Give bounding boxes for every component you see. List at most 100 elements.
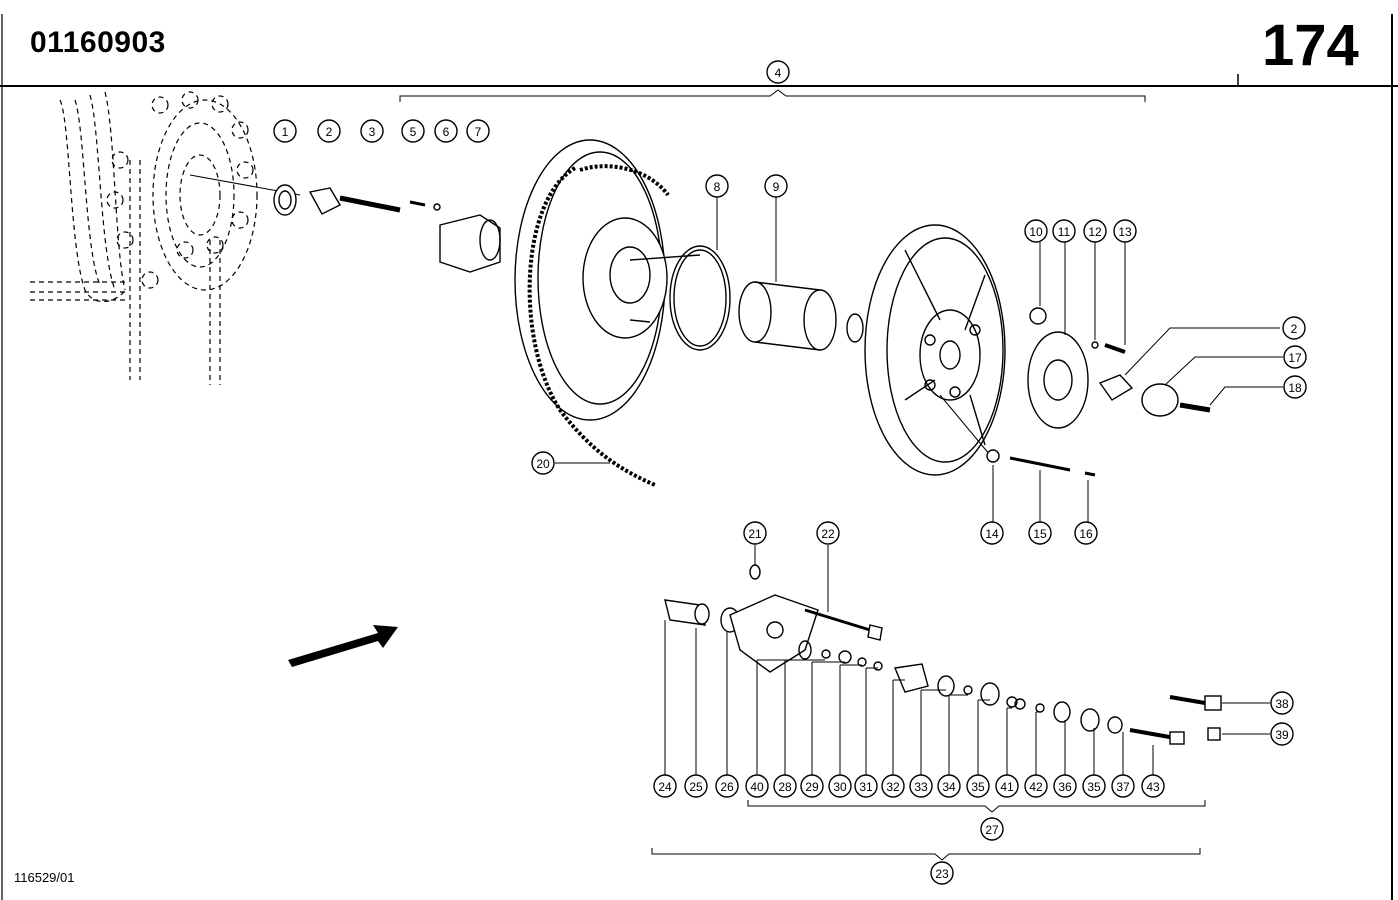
top-left-parts bbox=[273, 184, 501, 273]
right-parts bbox=[939, 242, 1283, 456]
callout-32: 32 bbox=[881, 774, 905, 798]
callout-35: 35 bbox=[1082, 774, 1106, 798]
part-7-sleeve bbox=[439, 214, 501, 273]
callout-number: 38 bbox=[1275, 697, 1289, 711]
callout-7: 7 bbox=[466, 119, 490, 143]
callout-16: 16 bbox=[1074, 521, 1098, 545]
callout-22: 22 bbox=[816, 521, 840, 545]
part-17-cap bbox=[1141, 383, 1179, 417]
direction-arrow bbox=[288, 625, 398, 667]
callout-number: 37 bbox=[1116, 780, 1130, 794]
callout-number: 21 bbox=[748, 527, 762, 541]
callout-6: 6 bbox=[434, 119, 458, 143]
callout-number: 7 bbox=[475, 125, 482, 139]
callout-26: 26 bbox=[715, 774, 739, 798]
callout-number: 18 bbox=[1288, 381, 1302, 395]
callout-24: 24 bbox=[653, 774, 677, 798]
drawing-reference: 116529/01 bbox=[14, 870, 75, 885]
callout-number: 35 bbox=[971, 780, 985, 794]
callout-number: 43 bbox=[1146, 780, 1160, 794]
callout-number: 12 bbox=[1088, 225, 1102, 239]
callout-number: 17 bbox=[1288, 351, 1302, 365]
callout-39: 39 bbox=[1270, 722, 1294, 746]
callout-number: 30 bbox=[833, 780, 847, 794]
callout-number: 39 bbox=[1275, 728, 1289, 742]
callout-42: 42 bbox=[1024, 774, 1048, 798]
callout-number: 42 bbox=[1029, 780, 1043, 794]
callout-number: 16 bbox=[1079, 527, 1093, 541]
part-9-sleeve bbox=[738, 197, 837, 351]
callout-18: 18 bbox=[1283, 375, 1307, 399]
callout-number: 31 bbox=[859, 780, 873, 794]
part-1-ring bbox=[273, 184, 297, 216]
callout-number: 32 bbox=[886, 780, 900, 794]
callout-17: 17 bbox=[1283, 345, 1307, 369]
callout-9: 9 bbox=[764, 174, 788, 198]
callout-5: 5 bbox=[401, 119, 425, 143]
callout-number: 27 bbox=[985, 823, 999, 837]
callout-number: 4 bbox=[775, 66, 782, 80]
callout-number: 29 bbox=[805, 780, 819, 794]
lower-right-parts bbox=[986, 449, 1096, 522]
callout-37: 37 bbox=[1111, 774, 1135, 798]
part-5-bolt bbox=[409, 200, 426, 207]
callout-35: 35 bbox=[966, 774, 990, 798]
callout-number: 33 bbox=[914, 780, 928, 794]
document-number: 01160903 bbox=[30, 26, 166, 59]
callout-number: 25 bbox=[689, 780, 703, 794]
callout-number: 5 bbox=[410, 125, 417, 139]
callout-number: 24 bbox=[658, 780, 672, 794]
engine-outline-dashed bbox=[30, 91, 301, 385]
callout-number: 20 bbox=[536, 457, 550, 471]
callout-36: 36 bbox=[1053, 774, 1077, 798]
bracket-23 bbox=[651, 848, 1201, 861]
callout-13: 13 bbox=[1113, 219, 1137, 243]
callout-11: 11 bbox=[1052, 219, 1076, 243]
callout-number: 2 bbox=[1291, 322, 1298, 336]
callout-2: 2 bbox=[1282, 316, 1306, 340]
callout-28: 28 bbox=[773, 774, 797, 798]
callout-number: 23 bbox=[935, 867, 949, 881]
callout-number: 8 bbox=[714, 180, 721, 194]
callout-23: 23 bbox=[930, 861, 954, 885]
callout-38: 38 bbox=[1270, 691, 1294, 715]
callout-number: 2 bbox=[326, 125, 333, 139]
callout-1: 1 bbox=[273, 119, 297, 143]
callout-10: 10 bbox=[1024, 219, 1048, 243]
callout-number: 6 bbox=[443, 125, 450, 139]
callout-number: 36 bbox=[1058, 780, 1072, 794]
part-2-half-shell-right bbox=[1098, 374, 1134, 401]
callout-number: 14 bbox=[985, 527, 999, 541]
drive-pulley-with-belt bbox=[514, 139, 701, 487]
callout-number: 13 bbox=[1118, 225, 1132, 239]
part-3-pin bbox=[339, 195, 401, 213]
callout-29: 29 bbox=[800, 774, 824, 798]
callout-25: 25 bbox=[684, 774, 708, 798]
callout-number: 34 bbox=[942, 780, 956, 794]
callout-43: 43 bbox=[1141, 774, 1165, 798]
callout-number: 22 bbox=[821, 527, 835, 541]
callout-number: 1 bbox=[282, 125, 289, 139]
callout-3: 3 bbox=[360, 119, 384, 143]
callout-number: 26 bbox=[720, 780, 734, 794]
tensioner-assembly bbox=[651, 545, 1270, 861]
driven-wheel bbox=[846, 224, 1006, 476]
part-12-washer bbox=[1091, 341, 1099, 349]
callout-4: 4 bbox=[766, 60, 790, 84]
callout-number: 40 bbox=[750, 780, 764, 794]
callout-number: 41 bbox=[1000, 780, 1014, 794]
callout-number: 28 bbox=[778, 780, 792, 794]
part-10-nut bbox=[1029, 307, 1047, 325]
callout-41: 41 bbox=[995, 774, 1019, 798]
part-8-ring bbox=[669, 245, 731, 351]
callout-20: 20 bbox=[531, 451, 555, 475]
callout-34: 34 bbox=[937, 774, 961, 798]
part-11-flange bbox=[1027, 331, 1089, 429]
page-number: 174 bbox=[1262, 13, 1359, 78]
callout-8: 8 bbox=[705, 174, 729, 198]
callout-27: 27 bbox=[980, 817, 1004, 841]
callout-2: 2 bbox=[317, 119, 341, 143]
part-18-screw bbox=[1179, 402, 1211, 413]
